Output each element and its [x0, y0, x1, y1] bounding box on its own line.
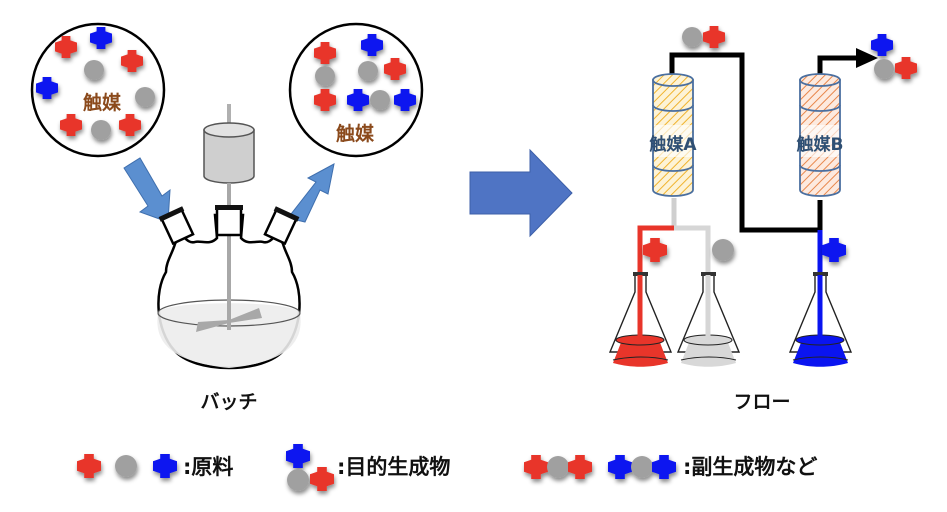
legend-byproduct-blue-molecule [608, 455, 676, 479]
output-products-circle: 触媒 [288, 22, 424, 158]
legend-byproduct-red-molecule [524, 455, 592, 479]
flow-label: フロー [733, 391, 790, 413]
legend-target-product-label: :目的生成物 [337, 455, 450, 479]
flask-red [608, 272, 673, 367]
batch-label: バッチ [200, 391, 257, 413]
gray-atom [135, 87, 155, 107]
red-byproduct-atom [643, 238, 667, 262]
input-reactants-circle: 触媒 [30, 22, 166, 158]
gray-atom [91, 120, 111, 140]
product-out-arrow [287, 163, 335, 223]
three-neck-flask [157, 205, 301, 370]
catalyst-column-a: 触媒A [648, 73, 697, 197]
feed-in-arrow [123, 157, 171, 223]
gray-byproduct-atom [712, 239, 734, 261]
gray-atom [315, 66, 335, 86]
column-a-label: 触媒A [648, 134, 697, 155]
legend-target-product-molecule [286, 444, 334, 491]
legend: :原料 :目的生成物 :副生成物など [77, 444, 817, 491]
feed-molecule [682, 26, 725, 48]
outlet-arrowhead [856, 48, 878, 68]
column-b-label: 触媒B [796, 134, 844, 155]
catalyst-column-b: 触媒B [796, 73, 844, 197]
gray-atom [370, 90, 390, 110]
batch-to-flow-arrow [469, 148, 573, 238]
flask-gray [676, 272, 741, 367]
target-product-molecule [871, 34, 917, 79]
output-catalyst-label: 触媒 [336, 122, 375, 145]
legend-raw-materials-label: :原料 [183, 455, 233, 479]
flask-blue [788, 272, 853, 367]
legend-byproducts-label: :副生成物など [683, 455, 817, 479]
legend-red-atom [77, 454, 101, 478]
input-catalyst-label: 触媒 [83, 91, 122, 114]
blue-byproduct-atom [822, 238, 846, 262]
legend-gray-atom [115, 455, 137, 477]
gray-atom [358, 61, 378, 81]
gray-atom [84, 60, 104, 80]
legend-blue-atom [153, 454, 177, 478]
